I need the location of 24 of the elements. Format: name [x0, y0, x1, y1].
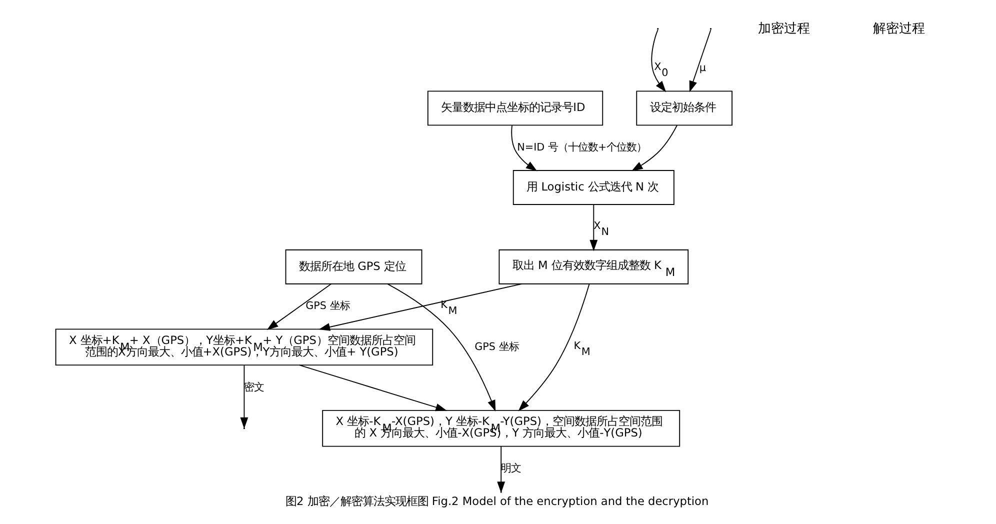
- edge-label: 明文: [500, 462, 521, 475]
- arrow: [589, 204, 598, 252]
- arrow: [518, 284, 590, 412]
- edge-label: GPS 坐标: [474, 340, 518, 353]
- node-box: 矢量数据中点坐标的记录号ID: [426, 90, 603, 126]
- arrow: [298, 364, 446, 412]
- label: 解密过程: [872, 21, 925, 36]
- arrow: [266, 284, 332, 330]
- arrow: [240, 364, 248, 429]
- caption: 图2 加密／解密算法实现框图 Fig.2 Model of the encryption and the decryption: [285, 494, 708, 508]
- edge-label: N=ID 号（十位数+个位数）: [516, 141, 646, 154]
- node-box: 数据所在地 GPS 定位: [284, 249, 422, 284]
- edge-label: GPS 坐标: [305, 300, 350, 312]
- arrow: [688, 29, 711, 92]
- node-box: 设定初始条件: [636, 90, 732, 126]
- label: 加密过程: [757, 21, 810, 36]
- arrow: [630, 124, 677, 172]
- arrow: [318, 283, 522, 331]
- edge-label: μ: [698, 62, 706, 74]
- node-box: 用 Logistic 公式迭代 N 次: [512, 170, 674, 205]
- arrow: [386, 284, 496, 412]
- arrow: [650, 29, 666, 92]
- arrow: [510, 124, 537, 172]
- edge-label: 密文: [244, 381, 264, 394]
